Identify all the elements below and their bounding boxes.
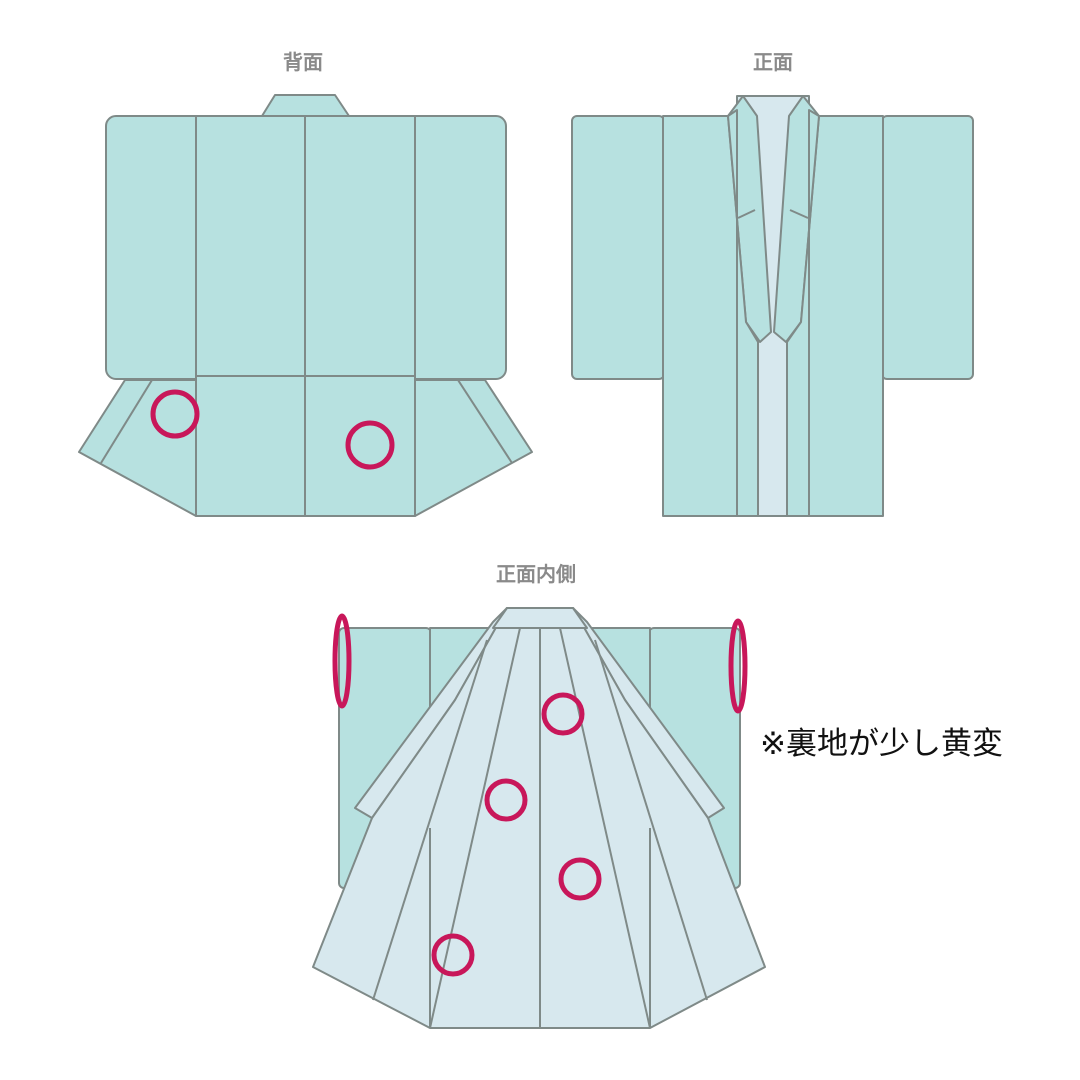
stain-marker (431, 933, 475, 977)
front-view-label: 正面 (753, 50, 793, 74)
back-right-skirt (414, 379, 533, 517)
front-left-sleeve (571, 115, 665, 380)
front-view (571, 95, 974, 517)
back-left-skirt-seam (100, 379, 153, 464)
inside-front-view-label: 正面内側 (496, 562, 576, 586)
front-right-sleeve (881, 115, 974, 380)
lining-yellowing-note: ※裏地が少し黄変 (760, 726, 1003, 762)
front-right-collar-tip (789, 209, 809, 219)
stain-marker (558, 857, 602, 901)
stain-marker (484, 778, 528, 822)
inside-collar-line-right (559, 627, 651, 1029)
stain-marker-sleeve-edge (728, 618, 748, 714)
back-left-skirt (78, 379, 197, 517)
inside-gore-left (372, 639, 488, 1001)
stain-marker (541, 692, 585, 736)
front-left-collar-tip (737, 209, 756, 219)
inside-front-view (312, 607, 766, 1029)
stain-marker-sleeve-edge (332, 613, 352, 709)
back-collar (261, 94, 350, 117)
front-right-lapel (786, 109, 820, 517)
stain-marker (345, 420, 395, 470)
back-view (78, 94, 533, 517)
inside-collar-top (492, 607, 588, 629)
stain-marker (150, 389, 200, 439)
inside-gore-right (594, 639, 708, 1001)
back-right-skirt-seam (457, 379, 513, 464)
front-left-lapel (727, 109, 759, 517)
back-view-label: 背面 (283, 50, 323, 74)
inside-collar-line-left (429, 627, 521, 1029)
